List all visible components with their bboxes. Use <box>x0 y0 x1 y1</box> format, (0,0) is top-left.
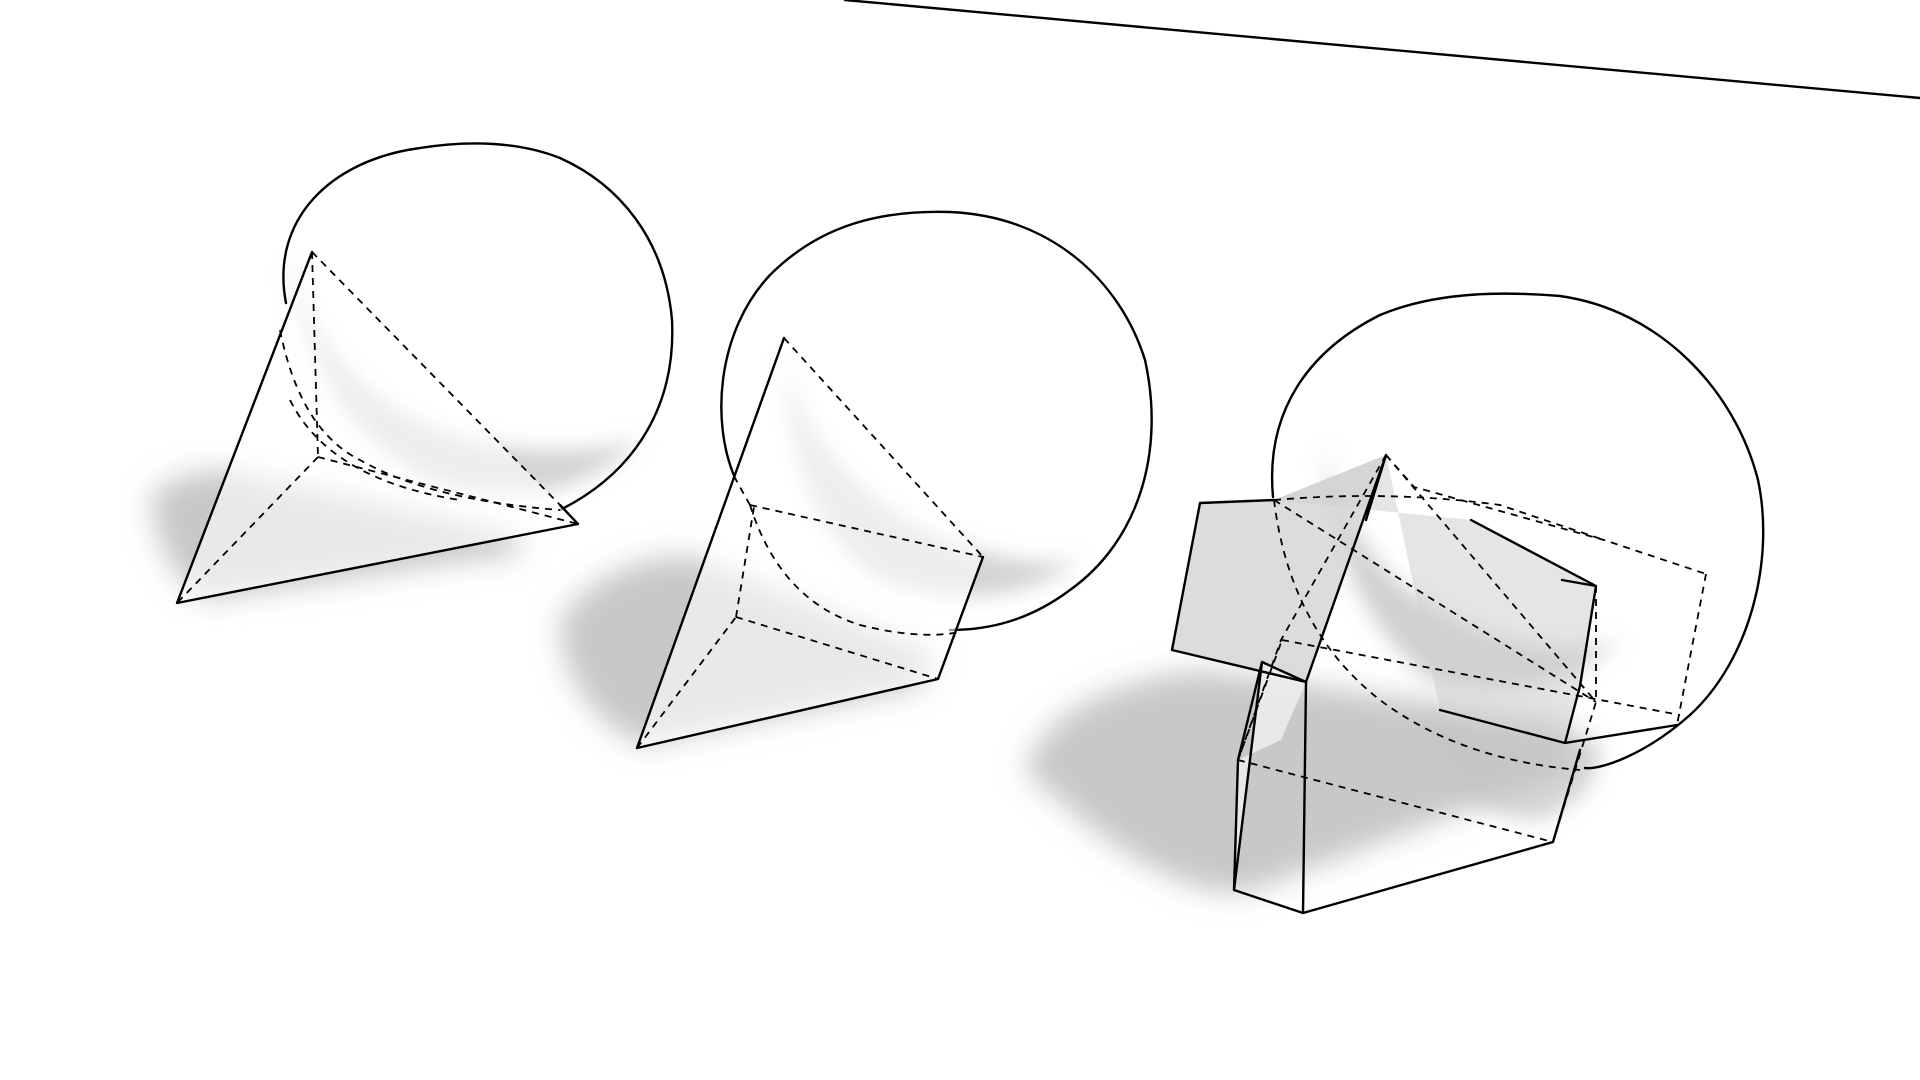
octahedron-hidden-edges <box>1237 454 1707 843</box>
tetrahedron-hidden-edges <box>176 251 579 604</box>
pyramid-hidden-edges <box>636 337 984 749</box>
octahedron-edges <box>1170 453 1679 915</box>
horizon-line <box>843 0 1920 100</box>
tetrahedron-face-front <box>177 252 578 603</box>
sphere-outline <box>282 142 674 512</box>
octahedron-in-sphere <box>1025 292 1765 915</box>
sphere-outline <box>720 210 1153 632</box>
pyramid-edges <box>635 336 985 750</box>
tetrahedron-in-sphere <box>150 142 674 605</box>
pyramid-face-front <box>637 338 983 748</box>
tetrahedron-edges <box>175 250 580 605</box>
square-pyramid-in-sphere <box>560 210 1153 750</box>
sphere-shading <box>1325 445 1620 820</box>
octahedron-faces <box>1172 455 1596 890</box>
sphere-outline <box>1270 292 1765 770</box>
